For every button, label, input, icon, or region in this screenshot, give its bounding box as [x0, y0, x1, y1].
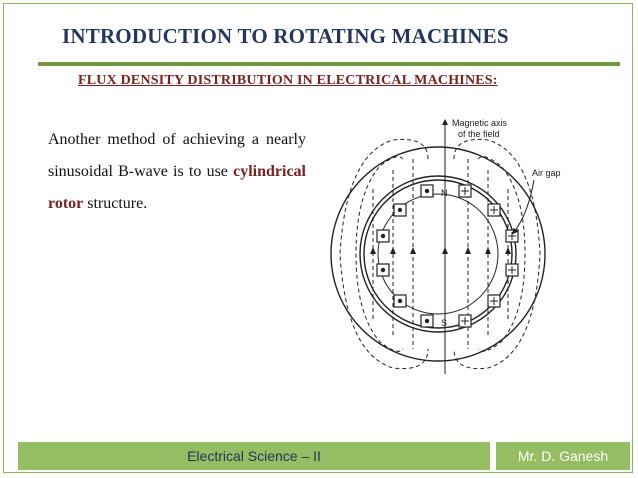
paragraph-text: Another method of achieving a nearly sin… [48, 131, 306, 180]
slide-frame [3, 3, 633, 473]
footer-course: Electrical Science – II [18, 442, 490, 470]
label-south: S [441, 318, 447, 328]
title-underline [38, 62, 620, 66]
rotor-outer [363, 179, 513, 329]
rotor-inner [377, 193, 499, 315]
label-air-gap: Air gap [532, 168, 561, 178]
label-north: N [441, 188, 448, 198]
stator-outer [330, 146, 546, 362]
paragraph-emphasis: cylindrical rotor [48, 163, 306, 212]
footer: Electrical Science – II Mr. D. Ganesh [18, 442, 630, 470]
rotor-diagram: N S Magnetic axis of the field Air gap [330, 118, 561, 374]
flux-arrows [370, 247, 511, 254]
footer-author: Mr. D. Ganesh [496, 442, 630, 470]
slide-title: INTRODUCTION TO ROTATING MACHINES [62, 24, 509, 48]
label-of-field: of the field [458, 129, 500, 139]
footer-separator [490, 442, 496, 470]
conductor-crosses [461, 187, 516, 325]
label-magnetic-axis: Magnetic axis [452, 118, 508, 128]
conductor-dots [380, 188, 430, 324]
stator-inner [359, 175, 517, 333]
slide-subtitle: FLUX DENSITY DISTRIBUTION IN ELECTRICAL … [78, 73, 498, 88]
body-paragraph: Another method of achieving a nearly sin… [48, 124, 306, 220]
paragraph-text-end: structure. [83, 195, 148, 212]
air-gap-pointer [512, 179, 535, 235]
